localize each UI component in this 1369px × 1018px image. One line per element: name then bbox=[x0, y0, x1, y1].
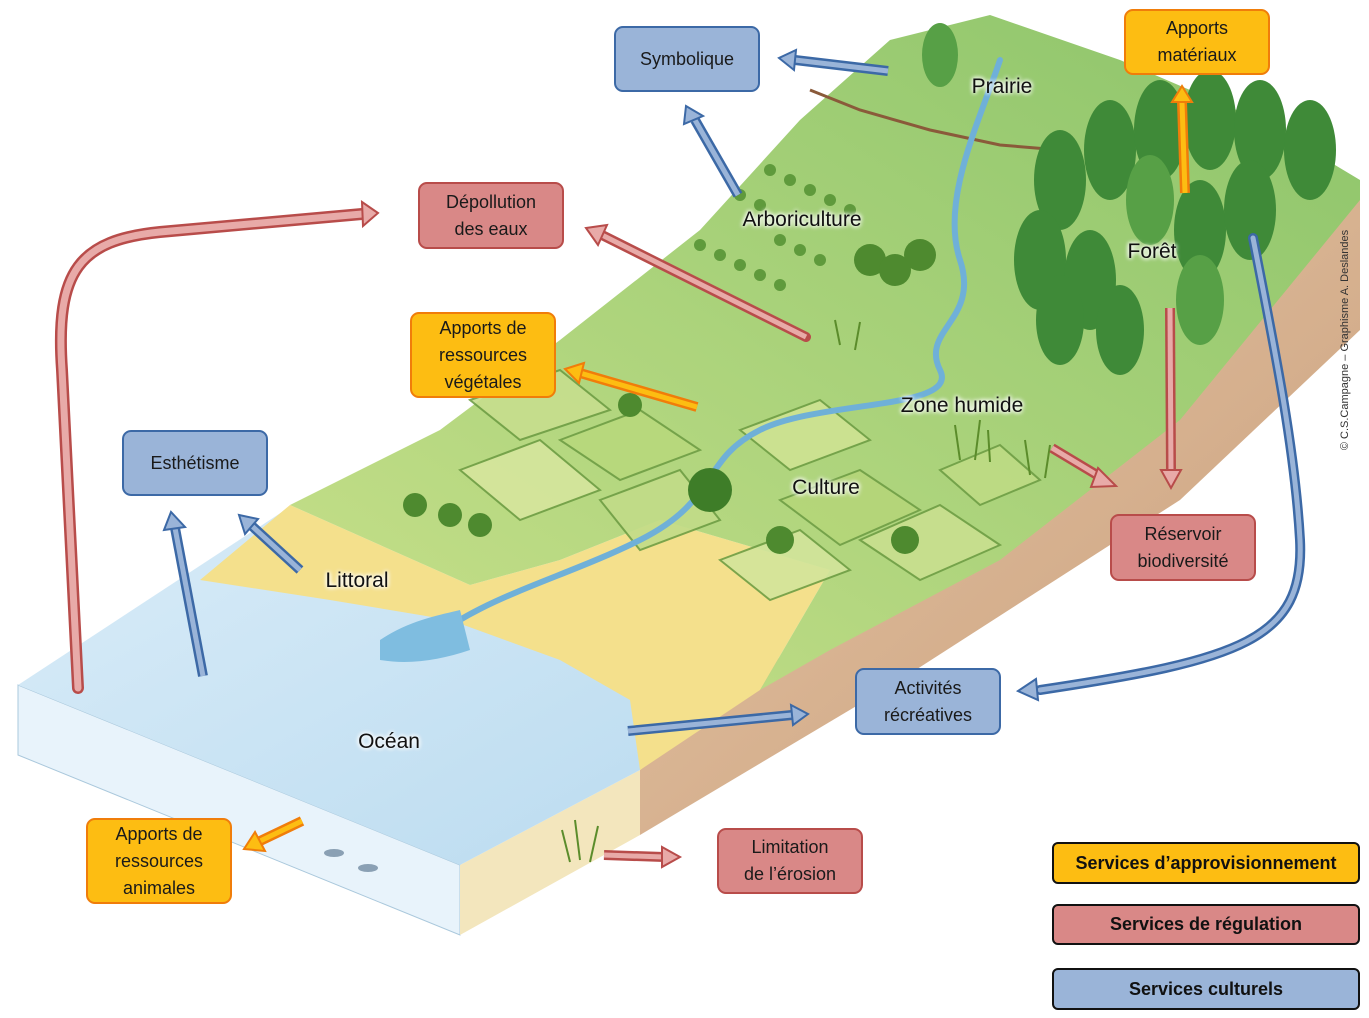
box-line: récréatives bbox=[883, 704, 973, 725]
river bbox=[417, 57, 1003, 653]
box-line: Dépollution bbox=[445, 191, 537, 212]
box-line: végétales bbox=[444, 371, 522, 392]
beach bbox=[200, 505, 830, 770]
box-symbolique-text: Symbolique bbox=[639, 48, 735, 69]
fence bbox=[809, 88, 1061, 152]
arrow-forest-materiaux bbox=[1170, 84, 1194, 194]
wetland-reeds bbox=[561, 319, 1051, 863]
box-apports-vegetales: Apports de ressources végétales bbox=[410, 312, 556, 398]
box-line: des eaux bbox=[454, 218, 528, 239]
arrow-wetland-reservoir bbox=[1049, 443, 1119, 489]
box-line: Apports de bbox=[115, 823, 203, 844]
box-line: Apports de bbox=[439, 317, 527, 338]
estuary bbox=[380, 610, 470, 662]
label-littoral: Littoral bbox=[325, 569, 389, 592]
orchard bbox=[694, 164, 936, 291]
arrow-prairie-symbolique bbox=[777, 48, 889, 76]
arrow-ocean-esthetisme bbox=[162, 510, 208, 677]
arrow-ocean-animales bbox=[242, 816, 305, 853]
box-line: Réservoir bbox=[1144, 523, 1222, 544]
label-foret: Forêt bbox=[1127, 240, 1177, 263]
label-culture: Culture bbox=[792, 476, 860, 499]
arrow-littoral-esthetisme bbox=[237, 513, 304, 574]
arrow-culture-vegetales bbox=[563, 361, 699, 412]
box-line: animales bbox=[122, 877, 196, 898]
label-arboriculture: Arboriculture bbox=[742, 208, 862, 231]
arrow-beach-activites bbox=[627, 703, 810, 736]
box-activites-recreatives: Activités récréatives bbox=[855, 668, 1001, 735]
legend-regulation: Services de régulation bbox=[1052, 904, 1360, 945]
legend-provisioning: Services d’approvisionnement bbox=[1052, 842, 1360, 884]
box-line: Limitation bbox=[751, 837, 829, 857]
box-esthetisme: Esthétisme bbox=[122, 430, 268, 496]
arrow-forest-reservoir bbox=[1159, 307, 1183, 491]
legend-cultural: Services culturels bbox=[1052, 968, 1360, 1010]
box-reservoir-biodiversite: Réservoir biodiversité bbox=[1110, 514, 1256, 581]
arrow-arboriculture-symbolique bbox=[682, 104, 743, 198]
crop-fields bbox=[458, 368, 1042, 602]
block-front-face bbox=[17, 684, 640, 936]
box-depollution: Dépollution des eaux bbox=[418, 182, 564, 249]
forest bbox=[1014, 70, 1336, 375]
ocean-surface bbox=[18, 510, 640, 865]
prairie-tree bbox=[922, 23, 958, 87]
box-line: Apports bbox=[1165, 18, 1229, 38]
label-ocean: Océan bbox=[358, 730, 420, 753]
box-line: matériaux bbox=[1157, 45, 1237, 65]
box-line: de l’érosion bbox=[743, 864, 837, 884]
arrow-wetland-depollution bbox=[584, 223, 811, 342]
trees bbox=[403, 393, 919, 554]
box-line: ressources bbox=[114, 850, 204, 871]
arrow-forest-activites bbox=[1015, 233, 1306, 702]
box-symbolique: Symbolique bbox=[614, 26, 760, 92]
box-apports-animales: Apports de ressources animales bbox=[86, 818, 232, 904]
box-esthetisme-text: Esthétisme bbox=[150, 452, 240, 473]
box-limitation-erosion: Limitation de l’érosion bbox=[717, 828, 863, 894]
box-line: biodiversité bbox=[1137, 550, 1229, 571]
box-line: ressources bbox=[438, 344, 528, 365]
label-prairie: Prairie bbox=[971, 75, 1033, 98]
box-apports-materiaux: Apports matériaux bbox=[1124, 9, 1270, 75]
arrow-erosion bbox=[603, 845, 683, 869]
image-credit: © C.S.Campagne – Graphisme A. Deslandes bbox=[1339, 229, 1351, 451]
box-line: Activités bbox=[894, 677, 962, 698]
label-zone-humide: Zone humide bbox=[900, 394, 1024, 417]
fish bbox=[324, 849, 378, 872]
